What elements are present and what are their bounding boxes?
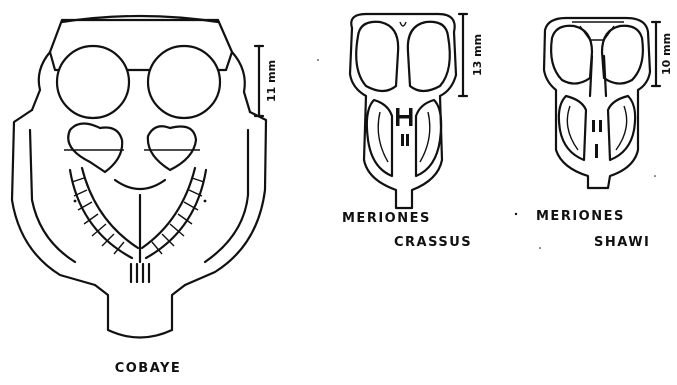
cobaye-left-orbit: [57, 46, 129, 118]
cobaye-right-orbit: [148, 46, 220, 118]
cobaye-scale-bar: 11 mm: [255, 46, 278, 116]
meriones-crassus-skull-drawing: [350, 14, 456, 208]
meriones-shawi-scale-bar: 10 mm: [652, 22, 673, 86]
meriones-crassus-label-line1: MERIONES: [342, 211, 431, 226]
meriones-shawi-label-line2: SHAWI: [594, 235, 650, 250]
meriones-shawi-skull-drawing: [544, 18, 650, 188]
meriones-shawi-label-line1: MERIONES: [536, 209, 625, 224]
meriones-crassus-scale-label: 13 mm: [471, 34, 484, 76]
meriones-shawi-scale-label: 10 mm: [660, 33, 673, 75]
meriones-crassus-scale-bar: 13 mm: [459, 14, 484, 96]
cobaye-skull-drawing: [12, 16, 266, 338]
cobaye-label: COBAYE: [115, 361, 182, 376]
cobaye-scale-label: 11 mm: [265, 60, 278, 102]
meriones-crassus-label-line2: CRASSUS: [394, 235, 472, 250]
